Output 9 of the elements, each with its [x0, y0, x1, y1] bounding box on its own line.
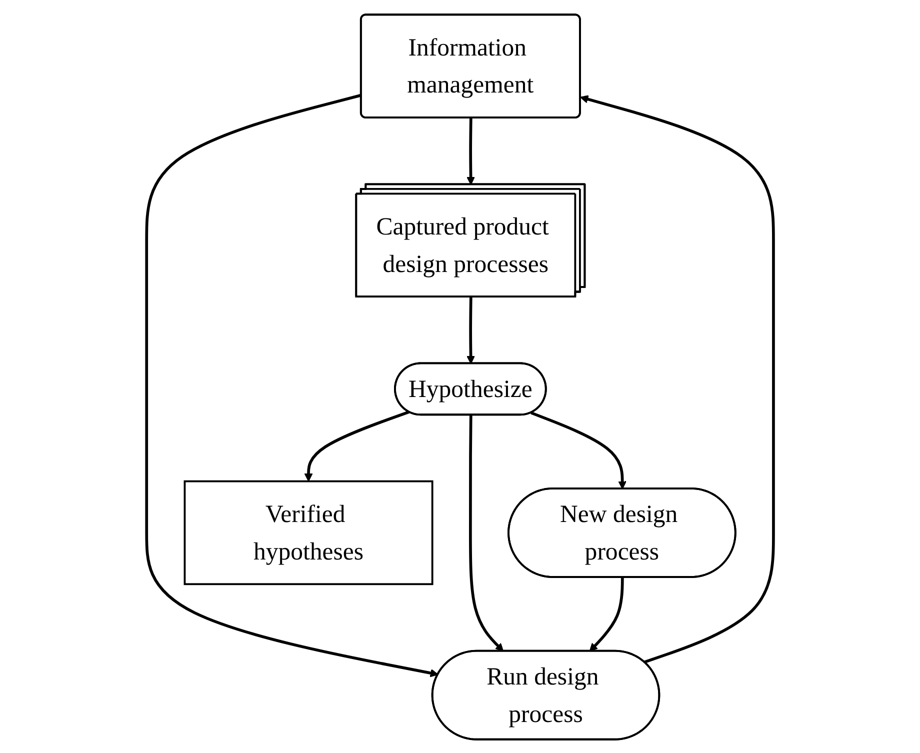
arrow [580, 94, 775, 663]
arrow [589, 576, 624, 652]
arrow [304, 410, 410, 482]
node-box: Verified hypotheses [184, 480, 434, 585]
arrow [145, 93, 438, 677]
arrow [466, 296, 475, 364]
arrow [530, 411, 626, 489]
arrow [466, 117, 475, 184]
arrow [468, 414, 504, 652]
